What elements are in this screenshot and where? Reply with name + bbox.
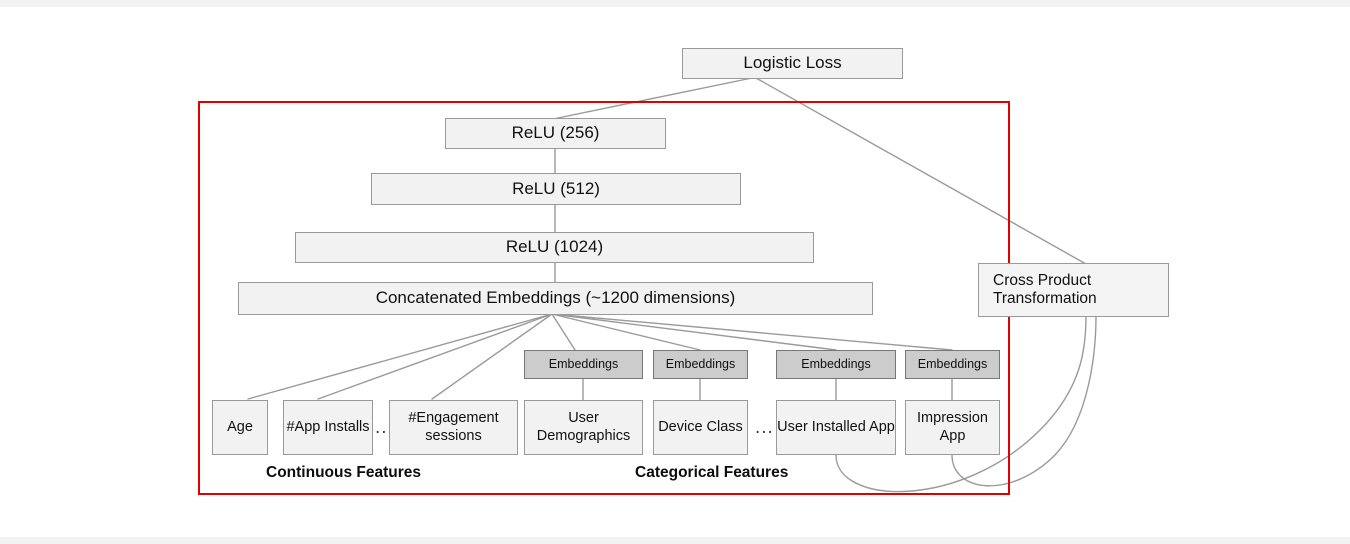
node-logistic-loss-label: Logistic Loss: [743, 53, 842, 73]
node-relu-1024-label: ReLU (1024): [505, 237, 604, 257]
bottom-edge-band: [0, 537, 1350, 544]
node-relu-1024[interactable]: ReLU (1024): [295, 232, 814, 263]
node-feature-age-label: Age: [227, 418, 253, 435]
node-logistic-loss[interactable]: Logistic Loss: [682, 48, 903, 79]
edge-concat-to-emb2: [551, 313, 701, 351]
categorical-features-ellipsis: ...: [755, 417, 774, 438]
node-feature-user-demographics[interactable]: User Demographics: [524, 400, 643, 455]
node-feature-engagement-sessions-label: #Engagement sessions: [408, 410, 499, 444]
node-embeddings-1[interactable]: Embeddings: [524, 350, 643, 379]
node-feature-app-installs[interactable]: #App Installs: [283, 400, 373, 455]
node-feature-engagement-sessions[interactable]: #Engagement sessions: [389, 400, 518, 455]
node-embeddings-4[interactable]: Embeddings: [905, 350, 1000, 379]
node-relu-256-label: ReLU (256): [511, 123, 600, 143]
node-concatenated-embeddings-label: Concatenated Embeddings (~1200 dimension…: [375, 288, 736, 308]
node-feature-device-class[interactable]: Device Class: [653, 400, 748, 455]
node-feature-user-demographics-label: User Demographics: [536, 410, 631, 444]
node-cross-product-transformation[interactable]: Cross Product Transformation: [978, 263, 1169, 317]
edge-concat-to-appinstalls: [317, 313, 553, 400]
node-feature-impression-app-label: Impression App: [917, 410, 988, 444]
edge-loss-to-relu256: [552, 77, 753, 120]
node-feature-user-installed-app[interactable]: User Installed App: [776, 400, 896, 455]
edge-concat-to-age: [247, 313, 553, 400]
node-concatenated-embeddings[interactable]: Concatenated Embeddings (~1200 dimension…: [238, 282, 873, 315]
node-feature-user-installed-app-label: User Installed App: [777, 418, 895, 435]
edge-concat-to-emb3: [551, 313, 837, 351]
node-embeddings-3-label: Embeddings: [801, 357, 871, 372]
node-embeddings-1-label: Embeddings: [548, 357, 619, 372]
node-relu-512[interactable]: ReLU (512): [371, 173, 741, 205]
node-feature-app-installs-label: #App Installs: [286, 418, 370, 435]
node-embeddings-3[interactable]: Embeddings: [776, 350, 896, 379]
label-categorical-features: Categorical Features: [635, 464, 789, 481]
continuous-features-ellipsis: ...: [375, 417, 394, 438]
node-embeddings-2[interactable]: Embeddings: [653, 350, 748, 379]
node-feature-impression-app[interactable]: Impression App: [905, 400, 1000, 455]
node-embeddings-2-label: Embeddings: [665, 357, 736, 372]
node-feature-age[interactable]: Age: [212, 400, 268, 455]
edge-concat-to-emb1: [551, 313, 576, 351]
node-feature-device-class-label: Device Class: [658, 418, 743, 435]
node-relu-256[interactable]: ReLU (256): [445, 118, 666, 149]
top-edge-band: [0, 0, 1350, 7]
edge-concat-to-emb4: [551, 313, 953, 351]
label-continuous-features: Continuous Features: [266, 464, 422, 481]
node-cross-product-transformation-label: Cross Product Transformation: [993, 271, 1097, 307]
node-relu-512-label: ReLU (512): [512, 178, 600, 198]
node-embeddings-4-label: Embeddings: [917, 357, 988, 372]
